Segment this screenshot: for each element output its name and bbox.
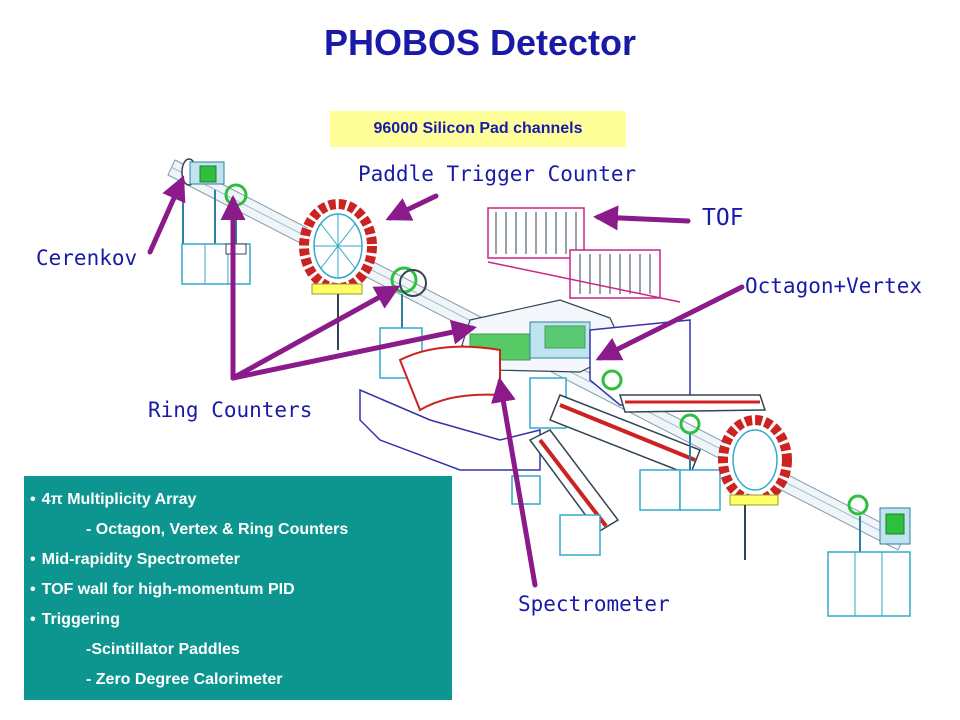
feature-summary-box: 4π Multiplicity Array - Octagon, Vertex … — [24, 476, 452, 700]
feature-item: TOF wall for high-momentum PID — [24, 575, 452, 605]
callout-tof: TOF — [702, 205, 744, 231]
feature-item: Triggering — [24, 605, 452, 635]
callout-ring-counters: Ring Counters — [148, 398, 313, 422]
arrow-tof — [593, 205, 691, 231]
spectrometer-arms — [528, 394, 767, 533]
paddle-trigger-counter-left — [299, 199, 377, 350]
arrow-cerenkov — [147, 175, 186, 255]
feature-item: 4π Multiplicity Array — [24, 485, 452, 515]
feature-item: Mid-rapidity Spectrometer — [24, 545, 452, 575]
arrow-octagon-vertex — [595, 284, 745, 361]
callout-octagon-vertex: Octagon+Vertex — [745, 274, 923, 298]
arrow-ring-2 — [230, 285, 401, 381]
ring-counter-3 — [601, 369, 701, 470]
arrow-ring-3 — [230, 319, 477, 381]
arrow-paddle-trigger — [385, 193, 439, 221]
feature-list: 4π Multiplicity Array - Octagon, Vertex … — [24, 485, 452, 695]
detector-stands — [511, 469, 721, 556]
channels-badge: 96000 Silicon Pad channels — [330, 111, 626, 147]
tof-wall — [487, 207, 681, 303]
callout-cerenkov: Cerenkov — [36, 246, 138, 270]
cerenkov-detector-left — [181, 158, 251, 285]
callout-paddle-trigger-counter: Paddle Trigger Counter — [358, 162, 637, 186]
callout-spectrometer: Spectrometer — [518, 592, 670, 616]
arrow-spectrometer — [491, 377, 538, 588]
feature-subitem: - Octagon, Vertex & Ring Counters — [86, 521, 349, 538]
paddle-trigger-counter-right — [718, 415, 792, 560]
callout-arrows — [147, 175, 745, 588]
page-title: PHOBOS Detector — [323, 22, 637, 63]
cerenkov-detector-right — [827, 494, 911, 617]
feature-subitem: - Zero Degree Calorimeter — [86, 671, 283, 688]
feature-subitem: -Scintillator Paddles — [86, 641, 240, 658]
